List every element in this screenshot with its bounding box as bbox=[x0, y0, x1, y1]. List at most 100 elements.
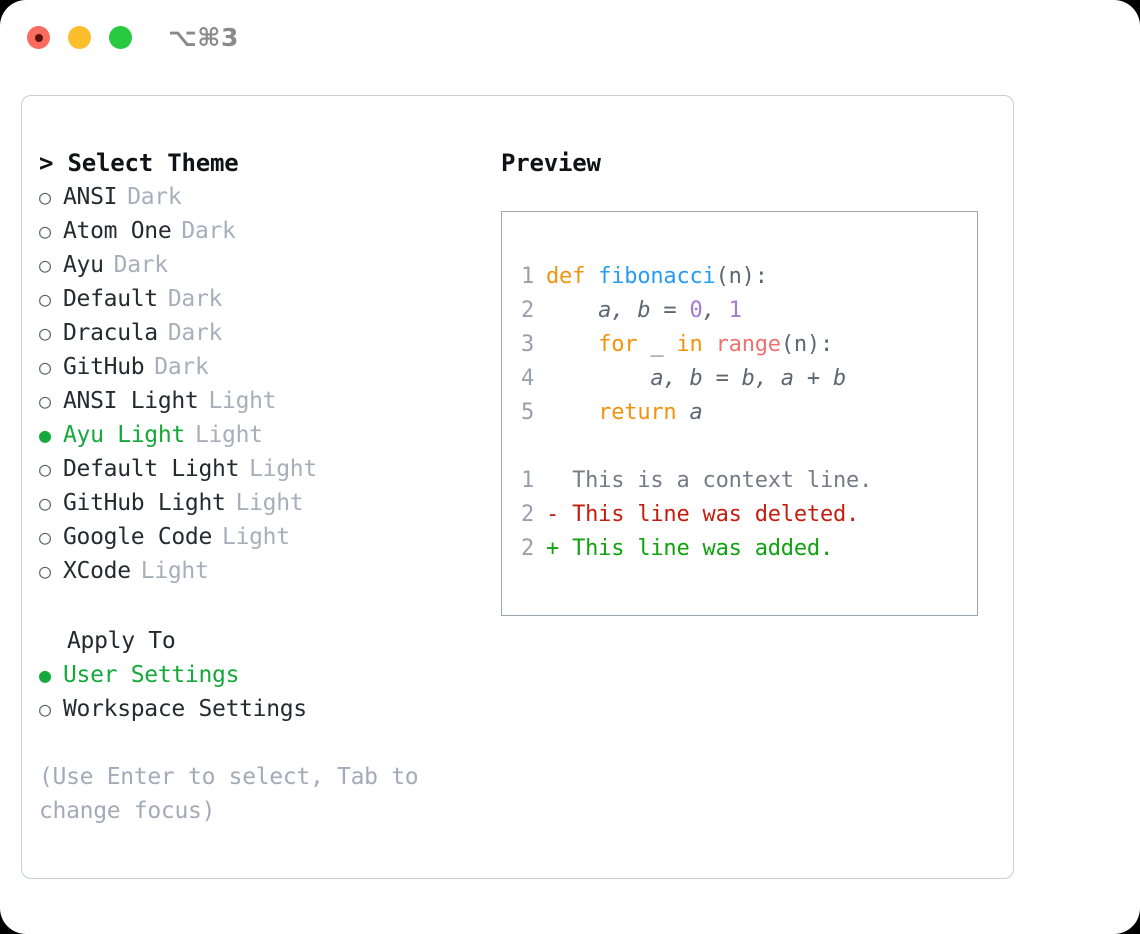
radio-unselected-icon[interactable]: ○ bbox=[39, 253, 52, 277]
theme-variant-badge: Dark bbox=[127, 184, 182, 210]
code-line: 4 a, b = b, a + b bbox=[502, 362, 977, 396]
line-number: 2 bbox=[520, 502, 534, 527]
theme-variant-badge: Light bbox=[222, 524, 290, 550]
code-token: (n): bbox=[780, 332, 834, 357]
theme-option-row[interactable]: ○ GitHub Dark bbox=[39, 350, 479, 384]
theme-option-label: GitHub Light bbox=[63, 490, 226, 516]
theme-option-row[interactable]: ○ Ayu Dark bbox=[39, 248, 479, 282]
theme-option-label: Ayu bbox=[63, 252, 104, 278]
keyboard-shortcut-label: ⌥⌘3 bbox=[168, 23, 239, 52]
radio-unselected-icon[interactable]: ○ bbox=[39, 355, 52, 379]
radio-unselected-icon[interactable]: ○ bbox=[39, 559, 52, 583]
code-token: in bbox=[676, 332, 703, 357]
preview-heading: Preview bbox=[501, 149, 601, 177]
maximize-light-icon[interactable] bbox=[109, 26, 132, 49]
code-line-text: a, b = b, a + b bbox=[546, 362, 977, 396]
line-number: 5 bbox=[520, 400, 534, 425]
theme-variant-badge: Light bbox=[140, 558, 209, 584]
radio-unselected-icon[interactable]: ○ bbox=[39, 389, 52, 413]
theme-option-label: Atom One bbox=[63, 218, 172, 244]
code-line-text: return a bbox=[546, 396, 977, 430]
theme-option-label: XCode bbox=[63, 558, 131, 584]
code-line: 1 def fibonacci(n): bbox=[502, 260, 977, 294]
theme-variant-badge: Light bbox=[194, 422, 263, 448]
theme-variant-badge: Dark bbox=[167, 320, 223, 346]
theme-variant-badge: Light bbox=[249, 456, 317, 482]
radio-unselected-icon[interactable]: ○ bbox=[39, 491, 52, 515]
apply-to-option-row[interactable]: ○ Workspace Settings bbox=[39, 692, 479, 726]
window-controls bbox=[27, 26, 132, 49]
code-diff-separator bbox=[502, 430, 977, 464]
radio-unselected-icon[interactable]: ○ bbox=[39, 219, 52, 243]
code-line: 5 return a bbox=[502, 396, 977, 430]
theme-variant-badge: Light bbox=[208, 388, 277, 414]
code-token: _ bbox=[637, 332, 677, 357]
line-number: 3 bbox=[520, 332, 534, 357]
radio-selected-icon[interactable]: ● bbox=[39, 423, 52, 447]
theme-option-row[interactable]: ○ XCode Light bbox=[39, 554, 479, 588]
radio-unselected-icon[interactable]: ○ bbox=[39, 525, 52, 549]
apply-to-option-row[interactable]: ● User Settings bbox=[39, 658, 479, 692]
minimize-light-icon[interactable] bbox=[68, 26, 91, 49]
title-bar: ⌥⌘3 bbox=[0, 0, 1140, 76]
radio-unselected-icon[interactable]: ○ bbox=[39, 321, 52, 345]
code-token: fibonacci bbox=[598, 264, 716, 289]
theme-option-row[interactable]: ○ Default Light Light bbox=[39, 452, 479, 486]
line-number: 2 bbox=[520, 298, 534, 323]
theme-option-row[interactable]: ○ Atom One Dark bbox=[39, 214, 479, 248]
theme-option-row[interactable]: ● Ayu Light Light bbox=[39, 418, 479, 452]
code-line-text: def fibonacci(n): bbox=[546, 260, 977, 294]
code-line-text: a, b = 0, 1 bbox=[546, 294, 977, 328]
diff-line: 2 - This line was deleted. bbox=[502, 498, 977, 532]
code-token: a, b = bbox=[546, 298, 690, 323]
diff-line-text: + This line was added. bbox=[546, 536, 833, 561]
code-token: for bbox=[598, 332, 638, 357]
code-token: (n): bbox=[715, 264, 768, 289]
theme-variant-badge: Dark bbox=[167, 286, 223, 312]
close-light-icon[interactable] bbox=[27, 26, 50, 49]
select-theme-heading: > Select Theme bbox=[39, 149, 239, 177]
diff-line-text: - This line was deleted. bbox=[546, 502, 860, 527]
theme-variant-badge: Dark bbox=[154, 354, 209, 380]
theme-variant-badge: Dark bbox=[113, 252, 169, 278]
apply-to-heading: Apply To bbox=[67, 628, 176, 654]
code-line-text: for _ in range(n): bbox=[546, 328, 977, 362]
line-number: 2 bbox=[520, 536, 534, 561]
code-token bbox=[546, 332, 598, 357]
code-token bbox=[546, 400, 598, 425]
theme-variant-badge: Dark bbox=[181, 218, 236, 244]
line-number: 4 bbox=[520, 366, 534, 391]
theme-option-row[interactable]: ○ ANSI Light Light bbox=[39, 384, 479, 418]
code-token: a bbox=[676, 400, 703, 425]
apply-to-option-label: Workspace Settings bbox=[63, 696, 307, 722]
radio-unselected-icon[interactable]: ○ bbox=[39, 287, 52, 311]
radio-unselected-icon[interactable]: ○ bbox=[39, 457, 52, 481]
theme-option-label: GitHub bbox=[63, 354, 145, 380]
radio-unselected-icon[interactable]: ○ bbox=[39, 697, 52, 721]
code-line: 3 for _ in range(n): bbox=[502, 328, 977, 362]
line-number: 1 bbox=[520, 468, 534, 493]
line-number: 1 bbox=[520, 264, 534, 289]
theme-option-label: ANSI Light bbox=[63, 388, 199, 414]
code-line: 2 a, b = 0, 1 bbox=[502, 294, 977, 328]
apply-to-list[interactable]: ● User Settings ○ Workspace Settings bbox=[39, 658, 479, 726]
radio-selected-icon[interactable]: ● bbox=[39, 663, 52, 687]
radio-unselected-icon[interactable]: ○ bbox=[39, 185, 52, 209]
theme-option-label: Default Light bbox=[63, 456, 240, 482]
code-token: return bbox=[598, 400, 677, 425]
diff-line-text: This is a context line. bbox=[546, 468, 873, 493]
theme-option-label: Ayu Light bbox=[63, 422, 185, 448]
apply-to-option-label: User Settings bbox=[63, 662, 240, 688]
code-token: 0 bbox=[689, 298, 703, 323]
